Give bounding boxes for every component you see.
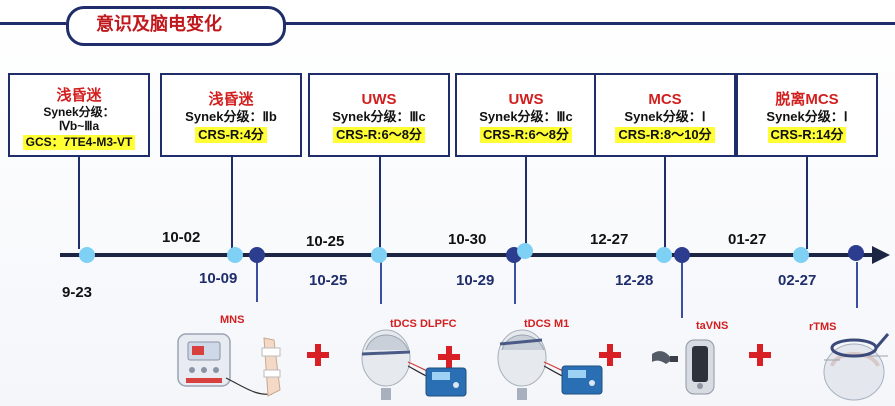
treatment-connector <box>856 262 858 308</box>
connector-line <box>525 157 527 245</box>
header-line-left <box>0 22 66 25</box>
timeline-dot-dark <box>674 247 690 263</box>
timeline-dot-light <box>227 247 243 263</box>
date-label-top: 12-27 <box>590 231 629 248</box>
connector-line <box>664 157 666 249</box>
stage-state: MCS <box>648 91 682 108</box>
timeline-dot-light <box>79 247 95 263</box>
stage-card-3: UWS Synek分级：Ⅲc CRS-R:6～8分 <box>308 73 450 157</box>
date-label-bottom: 02-27 <box>778 272 817 289</box>
stage-score: GCS：7TE4-M3-VT <box>22 135 136 150</box>
tdcs-dlpfc-head-icon <box>361 329 467 400</box>
treatment-label-tdcs-dlpfc: tDCS DLPFC <box>390 318 457 330</box>
stage-state: 浅昏迷 <box>208 91 254 108</box>
stage-synek: Synek分级：Ⅱb <box>185 109 277 124</box>
stage-card-2: 浅昏迷 Synek分级：Ⅱb CRS-R:4分 <box>160 73 302 157</box>
mns-stimulator-icon <box>177 333 281 397</box>
rtms-head-icon <box>823 333 890 401</box>
timeline-dot-light <box>656 247 672 263</box>
stage-synek-grade: Ⅳb~Ⅲa <box>58 119 100 133</box>
stage-card-4: UWS Synek分级：Ⅲc CRS-R:6～8分 <box>455 73 597 157</box>
stage-state: 浅昏迷 <box>56 87 102 104</box>
timeline-axis <box>60 253 875 257</box>
date-label-bottom: 10-09 <box>199 270 238 287</box>
date-label-bottom: 10-25 <box>309 272 348 289</box>
tdcs-m1-head-icon <box>497 329 603 400</box>
stage-synek: Synek分级：Ⅲc <box>479 109 573 124</box>
treatment-label-mns: MNS <box>220 314 245 326</box>
title-pill <box>66 6 286 46</box>
date-label-top: 01-27 <box>728 231 767 248</box>
timeline-arrow-icon <box>872 246 890 264</box>
stage-synek: Synek分级：Ⅰ <box>766 109 848 124</box>
treatment-label-rtms: rTMS <box>809 321 837 333</box>
timeline-dot-light <box>371 247 387 263</box>
timeline-dot-light <box>793 247 809 263</box>
treatment-connector <box>256 262 258 302</box>
connector-line <box>231 157 233 249</box>
stage-score: CRS-R:4分 <box>195 127 267 143</box>
treatment-label-tavns: taVNS <box>696 320 729 332</box>
treatment-connector <box>681 262 683 318</box>
page-title: 意识及脑电变化 <box>96 14 222 35</box>
stage-synek: Synek分级：Ⅲc <box>332 109 426 124</box>
stage-score: CRS-R:14分 <box>767 127 847 143</box>
treatment-connector <box>380 262 382 304</box>
stage-state: UWS <box>361 91 397 108</box>
timeline-dot-light <box>517 243 533 259</box>
date-label-bottom: 12-28 <box>615 272 654 289</box>
stage-score: CRS-R:6～8分 <box>333 127 425 143</box>
plus-icon <box>438 346 460 368</box>
stage-state: UWS <box>508 91 544 108</box>
date-label-top: 10-30 <box>448 231 487 248</box>
stage-score: CRS-R:8～10分 <box>615 127 715 143</box>
stage-card-6: 脱离MCS Synek分级：Ⅰ CRS-R:14分 <box>736 73 878 157</box>
date-label-bottom: 9-23 <box>62 284 93 301</box>
plus-icon <box>749 344 771 366</box>
connector-line <box>78 157 80 249</box>
stage-synek: Synek分级：Ⅰ <box>624 109 706 124</box>
header-line-right <box>280 22 895 25</box>
connector-line <box>379 157 381 249</box>
stage-synek: Synek分级： <box>43 105 115 119</box>
timeline-dot-dark <box>249 247 265 263</box>
date-label-bottom: 10-29 <box>456 272 495 289</box>
stage-card-1: 浅昏迷 Synek分级： Ⅳb~Ⅲa GCS：7TE4-M3-VT <box>8 73 150 157</box>
connector-line <box>806 157 808 249</box>
stage-card-5: MCS Synek分级：Ⅰ CRS-R:8～10分 <box>594 73 736 157</box>
date-label-top: 10-02 <box>162 229 201 246</box>
treatment-label-tdcs-m1: tDCS M1 <box>524 318 570 330</box>
treatment-connector <box>514 262 516 304</box>
plus-icon <box>599 344 621 366</box>
timeline-dot-dark <box>848 245 864 261</box>
date-label-top: 10-25 <box>306 233 345 250</box>
tavns-device-icon <box>652 339 715 395</box>
stage-score: CRS-R:6～8分 <box>480 127 572 143</box>
stage-state: 脱离MCS <box>775 91 839 108</box>
plus-icon <box>307 344 329 366</box>
